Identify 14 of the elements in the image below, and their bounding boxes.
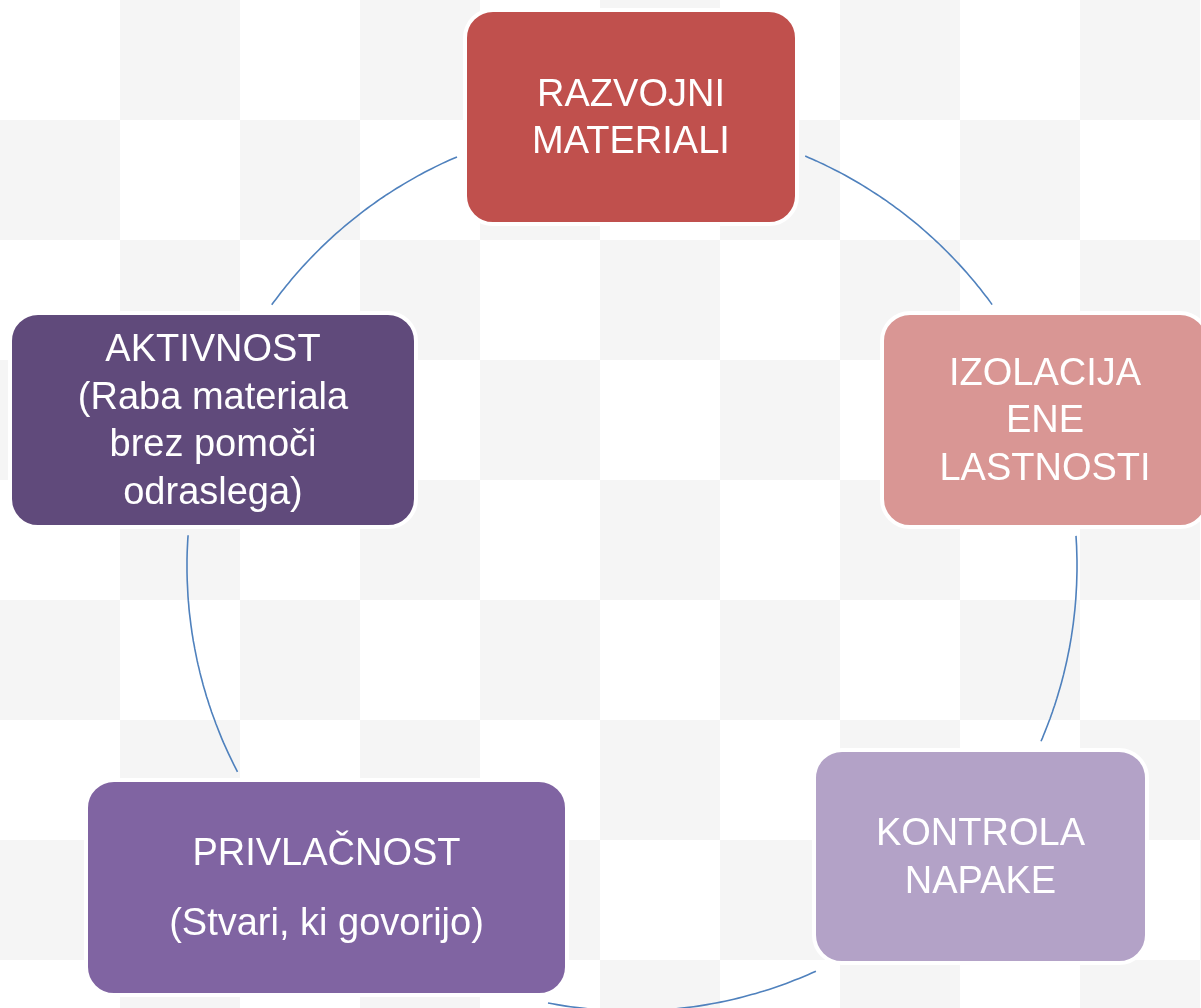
connector-arc: [270, 156, 458, 306]
step-description: (Stvari, ki govorijo): [169, 899, 484, 945]
step-title: PRIVLAČNOST: [192, 829, 461, 875]
step-description: (Raba materiala brez pomoči odraslega): [76, 373, 350, 514]
step-title: AKTIVNOST: [105, 326, 321, 371]
cycle-step-box: [880, 311, 1201, 529]
cycle-step-box: [812, 748, 1149, 965]
connector-arc: [1040, 535, 1078, 743]
step-title: IZOLACIJA ENE LASTNOSTI: [938, 349, 1152, 490]
connector-arc: [547, 970, 817, 1008]
step-title: KONTROLA NAPAKE: [874, 810, 1086, 903]
connector-arc: [186, 534, 239, 773]
step-title: RAZVOJNI MATERIALI: [531, 70, 731, 163]
connector-arc: [804, 155, 993, 306]
